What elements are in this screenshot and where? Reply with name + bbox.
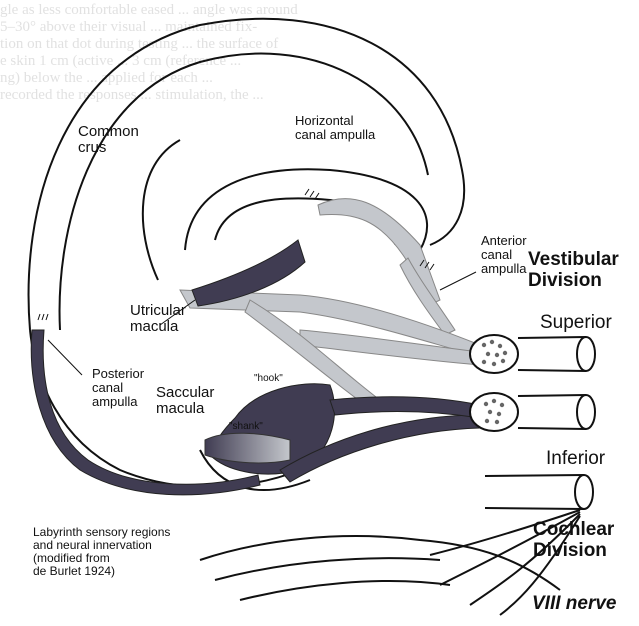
cochlear-division-label: Cochlear Division bbox=[533, 520, 633, 561]
inferior-ganglion bbox=[470, 393, 518, 431]
nerve-stump-cochlear bbox=[575, 475, 593, 509]
nerve-stump-superior bbox=[577, 337, 595, 371]
superior-ganglion bbox=[470, 335, 518, 373]
horizontal-ampulla-label: Horizontal canal ampulla bbox=[295, 114, 435, 142]
saccular-macula-label: Saccular macula bbox=[156, 385, 246, 417]
posterior-pointer bbox=[48, 340, 82, 375]
saccular-shank bbox=[205, 433, 290, 463]
common-crus-label: Common crus bbox=[78, 124, 168, 156]
anterior-pointer bbox=[440, 272, 476, 290]
common-crus-wall bbox=[143, 140, 180, 280]
saccular-dark-branch bbox=[330, 397, 480, 418]
nerve-stump-inferior bbox=[577, 395, 595, 429]
figure-caption: Labyrinth sensory regions and neural inn… bbox=[33, 526, 203, 578]
shank-label: "shank" bbox=[229, 422, 279, 433]
vestibular-division-label: Vestibular Division bbox=[528, 250, 638, 291]
hook-label: "hook" bbox=[254, 374, 304, 385]
inferior-label: Inferior bbox=[546, 449, 636, 470]
viii-nerve-label: VIII nerve bbox=[532, 594, 637, 615]
utricular-macula-label: Utricular macula bbox=[130, 303, 230, 335]
superior-label: Superior bbox=[540, 313, 630, 334]
